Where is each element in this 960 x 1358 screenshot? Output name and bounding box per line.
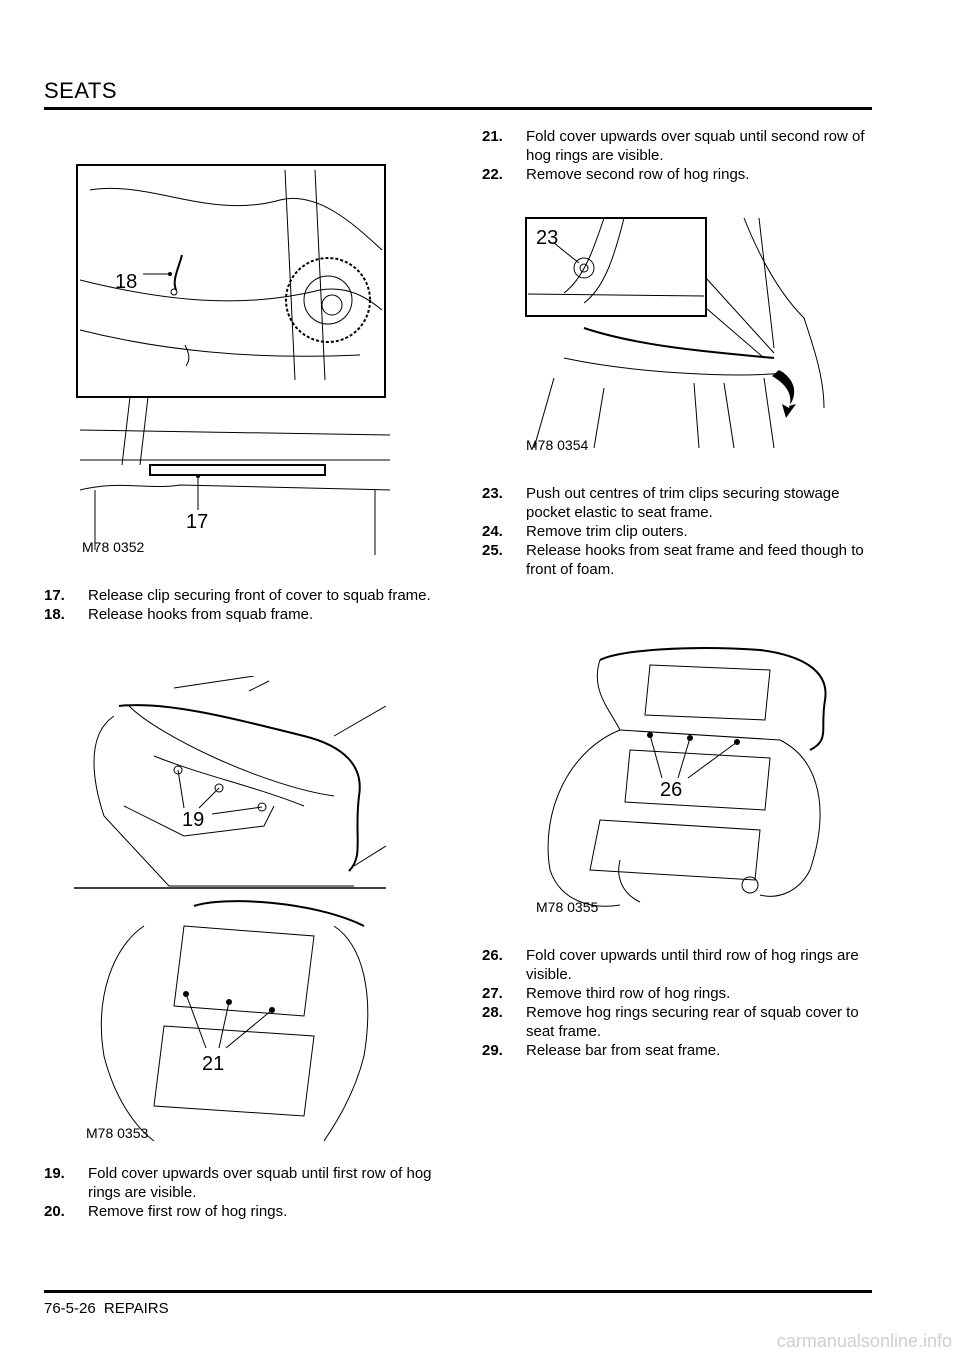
steps-19-20: 19.Fold cover upwards over squab until f… xyxy=(44,1164,434,1221)
steps-26-29: 26.Fold cover upwards until third row of… xyxy=(482,946,872,1060)
footer-rule xyxy=(44,1290,872,1293)
step-18: 18.Release hooks from squab frame. xyxy=(44,606,314,623)
figure-m78-0352: 18 17 M78 0352 xyxy=(60,160,400,560)
callout-19: 19 xyxy=(182,809,204,831)
steps-23-25: 23.Push out centres of trim clips securi… xyxy=(482,484,872,579)
step-28: 28.Remove hog rings securing rear of squ… xyxy=(482,1004,859,1040)
callout-18: 18 xyxy=(115,271,137,293)
figure-code: M78 0352 xyxy=(82,539,144,555)
step-27: 27.Remove third row of hog rings. xyxy=(482,985,731,1002)
step-25: 25.Release hooks from seat frame and fee… xyxy=(482,542,864,578)
callout-23: 23 xyxy=(536,227,558,249)
steps-21-22: 21.Fold cover upwards over squab until s… xyxy=(482,127,872,184)
step-26: 26.Fold cover upwards until third row of… xyxy=(482,947,859,983)
step-29: 29.Release bar from seat frame. xyxy=(482,1042,721,1059)
figure-code: M78 0354 xyxy=(526,437,588,453)
header-rule xyxy=(44,107,872,110)
step-24: 24.Remove trim clip outers. xyxy=(482,523,688,540)
page-number: 76-5-26 REPAIRS xyxy=(44,1300,169,1317)
figure-code: M78 0353 xyxy=(86,1125,148,1141)
step-23: 23.Push out centres of trim clips securi… xyxy=(482,485,840,521)
callout-17: 17 xyxy=(186,511,208,533)
watermark[interactable]: carmanualsonline.info xyxy=(776,1331,952,1351)
callout-21: 21 xyxy=(202,1053,224,1075)
step-19: 19.Fold cover upwards over squab until f… xyxy=(44,1165,432,1201)
figure-m78-0354: 23 M78 0354 xyxy=(524,208,834,458)
step-21: 21.Fold cover upwards over squab until s… xyxy=(482,128,865,164)
figure-m78-0355: 26 M78 0355 xyxy=(530,640,840,920)
step-17: 17.Release clip securing front of cover … xyxy=(44,587,431,604)
steps-17-18: 17.Release clip securing front of cover … xyxy=(44,586,434,624)
figure-m78-0353: 19 21 M78 0353 xyxy=(74,676,394,1146)
callout-26: 26 xyxy=(660,779,682,801)
step-20: 20.Remove first row of hog rings. xyxy=(44,1203,288,1220)
figure-code: M78 0355 xyxy=(536,899,598,915)
page-title: SEATS xyxy=(44,78,118,103)
step-22: 22.Remove second row of hog rings. xyxy=(482,166,750,183)
